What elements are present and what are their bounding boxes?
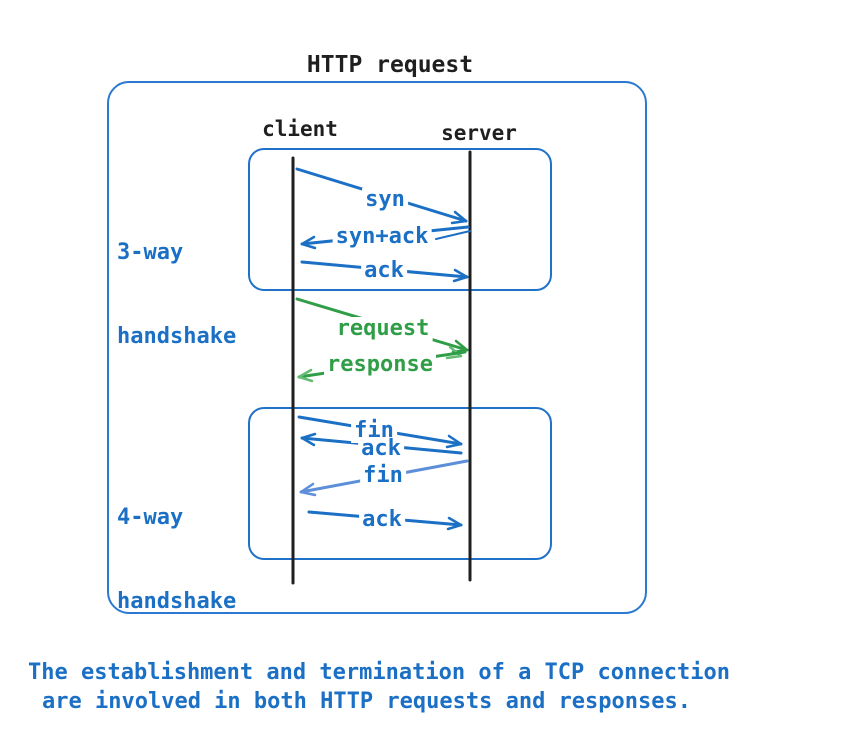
ack-label-3: ack (359, 508, 405, 532)
four-way-label-line1: 4-way (117, 505, 184, 530)
ack-label-2: ack (358, 437, 404, 461)
three-way-handshake-box (248, 148, 552, 291)
client-column-label: client (262, 117, 338, 141)
three-way-label-line2: handshake (117, 324, 237, 349)
three-way-handshake-label: 3-way handshake (117, 183, 236, 407)
syn-ack-label: syn+ack (332, 225, 432, 249)
syn-label: syn (362, 188, 408, 212)
fin-label-2: fin (360, 464, 406, 488)
server-column-label: server (441, 121, 517, 145)
request-label: request (333, 317, 433, 341)
three-way-label-line1: 3-way (117, 240, 184, 265)
four-way-handshake-label: 4-way handshake (117, 448, 236, 672)
response-label: response (324, 353, 436, 377)
four-way-label-line2: handshake (117, 589, 237, 614)
caption-line1: The establishment and termination of a T… (28, 660, 730, 685)
diagram-title: HTTP request (306, 52, 474, 78)
caption-line2: are involved in both HTTP requests and r… (42, 689, 692, 714)
outer-box (107, 81, 647, 614)
four-way-handshake-box (248, 407, 552, 560)
ack-label-1: ack (361, 259, 407, 283)
